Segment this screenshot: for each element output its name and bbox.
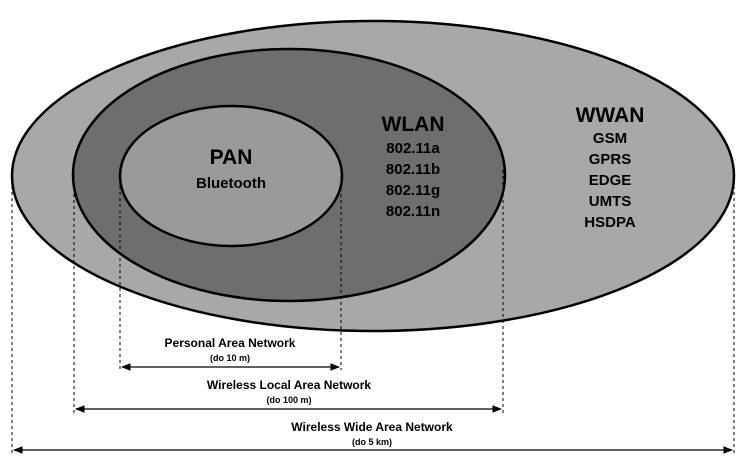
wlan-range-label: Wireless Local Area Network xyxy=(207,378,372,392)
wlan-range-distance: (do 100 m) xyxy=(266,395,311,405)
pan-tech-item: Bluetooth xyxy=(196,175,266,192)
pan-range-distance: (do 10 m) xyxy=(210,353,250,363)
wwan-range-label: Wireless Wide Area Network xyxy=(291,420,453,434)
wwan-tech-item: GSM xyxy=(593,130,627,147)
wwan-tech-item: UMTS xyxy=(589,193,632,210)
wlan-tech-item: 802.11g xyxy=(386,182,440,199)
wwan-technology-list: GSM GPRS EDGE UMTS HSDPA xyxy=(584,130,636,231)
wlan-title: WLAN xyxy=(382,113,445,136)
wwan-tech-item: GPRS xyxy=(589,151,632,168)
wlan-tech-item: 802.11b xyxy=(386,161,440,178)
wwan-title: WWAN xyxy=(576,104,645,127)
wwan-tech-item: EDGE xyxy=(589,172,632,189)
wlan-technology-list: 802.11a 802.11b 802.11g 802.11n xyxy=(386,140,440,220)
wlan-tech-item: 802.11a xyxy=(386,140,440,157)
wwan-range-distance: (do 5 km) xyxy=(352,437,392,447)
wlan-tech-item: 802.11n xyxy=(386,203,440,220)
pan-title: PAN xyxy=(210,146,253,169)
pan-range-label: Personal Area Network xyxy=(165,336,296,350)
range-guide-lines xyxy=(11,168,735,453)
wwan-tech-item: HSDPA xyxy=(584,214,636,231)
